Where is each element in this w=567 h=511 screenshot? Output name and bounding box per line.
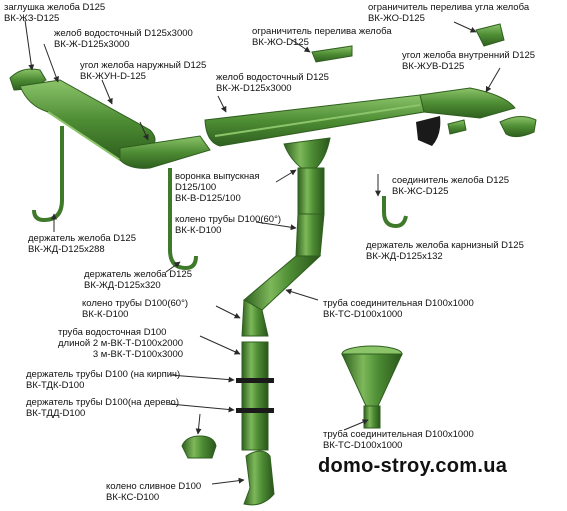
outlet-part: [283, 137, 331, 215]
connector-part: [416, 116, 537, 146]
label-holder-wood: держатель трубы D100(на дерево) ВК-ТДД-D…: [26, 397, 180, 419]
label-corner-limiter: ограничитель перелива угла желоба ВК-ЖО-…: [368, 2, 530, 24]
drain-pipe-part: [236, 341, 274, 451]
label-gutter-3000-mid: желоб водосточный D125 ВК-Ж-D125x3000: [216, 72, 329, 94]
label-pipe-connect-2: труба соединительная D100x1000 ВК-ТС-D10…: [323, 429, 474, 451]
bracket-left-part: [32, 126, 64, 223]
label-holder-brick: держатель трубы D100 (на кирпич) ВК-ТДК-…: [26, 369, 181, 391]
label-overflow-limiter: ограничитель перелива желоба ВК-ЖО-D125: [252, 26, 392, 48]
elbow-low-part: [241, 299, 269, 337]
bracket-eave-part: [382, 196, 408, 229]
pipe-connect-1-part: [243, 255, 322, 311]
label-outlet: воронка выпускная D125/100 ВК-В-D125/100: [175, 171, 260, 204]
label-bracket-left: держатель желоба D125 ВК-ЖД-D125x288: [28, 233, 136, 255]
label-drain-pipe: труба водосточная D100 длиной 2 м-ВК-Т-D…: [58, 327, 184, 360]
label-outer-corner: угол желоба наружный D125 ВК-ЖУН-D-125: [80, 60, 207, 82]
label-gutter-3000-left: желоб водосточный D125x3000 ВК-Ж-D125x30…: [54, 28, 193, 50]
drain-elbow-part: [243, 450, 275, 506]
label-end-cap: заглушка желоба D125 ВК-ЖЗ-D125: [4, 2, 106, 24]
pipe-holder-part: [181, 435, 217, 459]
funnel-part: [341, 345, 403, 429]
label-pipe-connect-1: труба соединительная D100x1000 ВК-ТС-D10…: [323, 298, 474, 320]
corner-limiter-part: [475, 23, 505, 47]
elbow-top-part: [295, 213, 325, 257]
inner-corner-part: [419, 87, 516, 119]
bracket-mid-part: [168, 168, 198, 271]
site-watermark: domo-stroy.com.ua: [318, 455, 508, 477]
label-connector: соединитель желоба D125 ВК-ЖС-D125: [392, 175, 510, 197]
label-elbow-top: колено трубы D100(60°) ВК-К-D100: [175, 214, 282, 236]
gutter-mid-part: [204, 94, 426, 147]
label-elbow-low: колено трубы D100(60°) ВК-К-D100: [82, 298, 189, 320]
label-bracket-mid: держатель желоба D125 ВК-ЖД-D125x320: [84, 269, 192, 291]
outer-corner-part: [119, 135, 211, 169]
overflow-limiter-part: [311, 45, 353, 63]
leader-arrows: [24, 19, 501, 485]
label-bracket-eave: держатель желоба карнизный D125 ВК-ЖД-D1…: [366, 240, 524, 262]
label-inner-corner: угол желоба внутренний D125 ВК-ЖУВ-D125: [402, 50, 536, 72]
label-drain-elbow: колено сливное D100 ВК-КС-D100: [106, 481, 202, 503]
